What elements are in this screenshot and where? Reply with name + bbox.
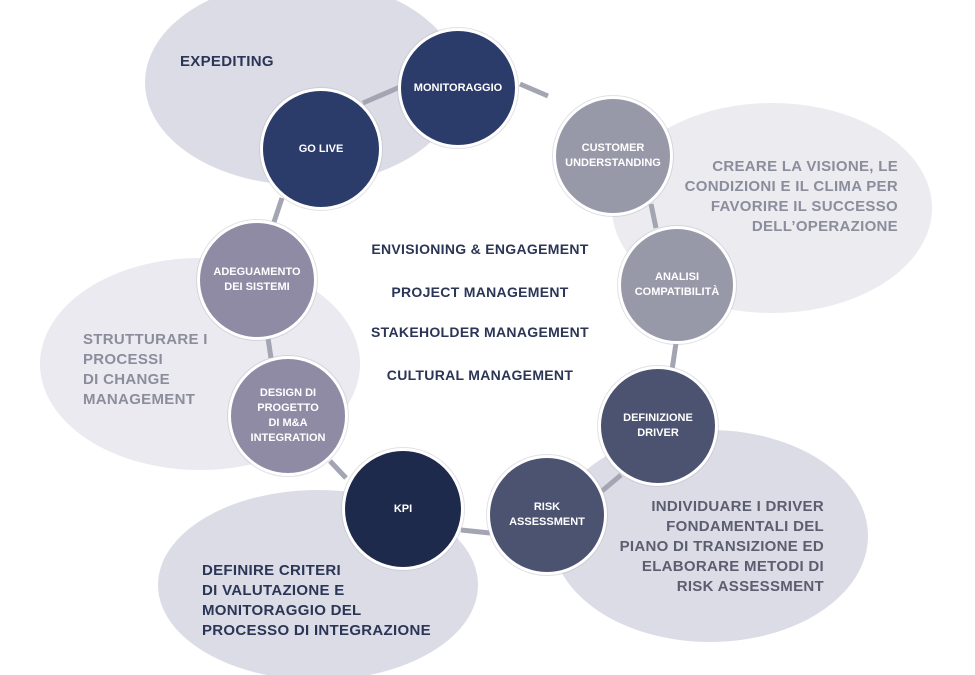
connector-golive-adeguamento [271, 197, 285, 223]
text-creare: CREARE LA VISIONE, LE CONDIZIONI E IL CL… [684, 158, 898, 235]
node-risk-assessment: RISK ASSESSMENT [487, 455, 607, 575]
connector-customer-analisi [648, 203, 659, 229]
connector-risk-definizione [600, 473, 623, 493]
text-definire: DEFINIRE CRITERI DI VALUTAZIONE E MONITO… [202, 562, 431, 639]
node-go-live: GO LIVE [260, 88, 382, 210]
center-stakeholder-management: STAKEHOLDER MANAGEMENT [371, 324, 589, 340]
connector-design-kpi [328, 459, 348, 480]
node-analisi-compatibilita-label: ANALISI COMPATIBILITÀ [634, 271, 720, 298]
node-risk-assessment-label: RISK ASSESSMENT [509, 501, 585, 528]
node-definizione-driver-label: DEFINIZIONE DRIVER [623, 412, 693, 439]
center-project-management: PROJECT MANAGEMENT [391, 284, 569, 300]
center-cultural-management: CULTURAL MANAGEMENT [386, 367, 574, 383]
node-monitoraggio-label: MONITORAGGIO [413, 81, 503, 94]
node-design: DESIGN DI PROGETTO DI M&A INTEGRATION [228, 356, 348, 476]
node-go-live-label: GO LIVE [298, 142, 344, 155]
node-customer-understanding-label: CUSTOMER UNDERSTANDING [565, 142, 661, 169]
node-design-label: DESIGN DI PROGETTO DI M&A INTEGRATION [250, 387, 326, 444]
text-individuare: INDIVIDUARE I DRIVER FONDAMENTALI DEL PI… [619, 498, 824, 595]
connector-monitoraggio-customer [519, 81, 549, 99]
node-adeguamento: ADEGUAMENTO DEI SISTEMI [197, 220, 317, 340]
node-kpi: KPI [342, 448, 464, 570]
node-kpi-label: KPI [393, 502, 413, 515]
node-customer-understanding: CUSTOMER UNDERSTANDING [553, 96, 673, 216]
connector-golive-monitoraggio [362, 84, 401, 106]
connector-adeguamento-design [265, 337, 274, 359]
connector-analisi-definizione [669, 342, 679, 371]
text-strutturare: STRUTTURARE I PROCESSI DI CHANGE MANAGEM… [83, 331, 208, 408]
center-envisioning: ENVISIONING & ENGAGEMENT [371, 241, 589, 257]
connector-kpi-risk [460, 527, 491, 536]
blob-individuare [552, 430, 868, 642]
text-expediting: EXPEDITING [180, 53, 274, 70]
node-monitoraggio: MONITORAGGIO [398, 28, 518, 148]
node-adeguamento-label: ADEGUAMENTO DEI SISTEMI [213, 266, 301, 293]
node-definizione-driver: DEFINIZIONE DRIVER [598, 366, 718, 486]
node-analisi-compatibilita: ANALISI COMPATIBILITÀ [618, 226, 736, 344]
